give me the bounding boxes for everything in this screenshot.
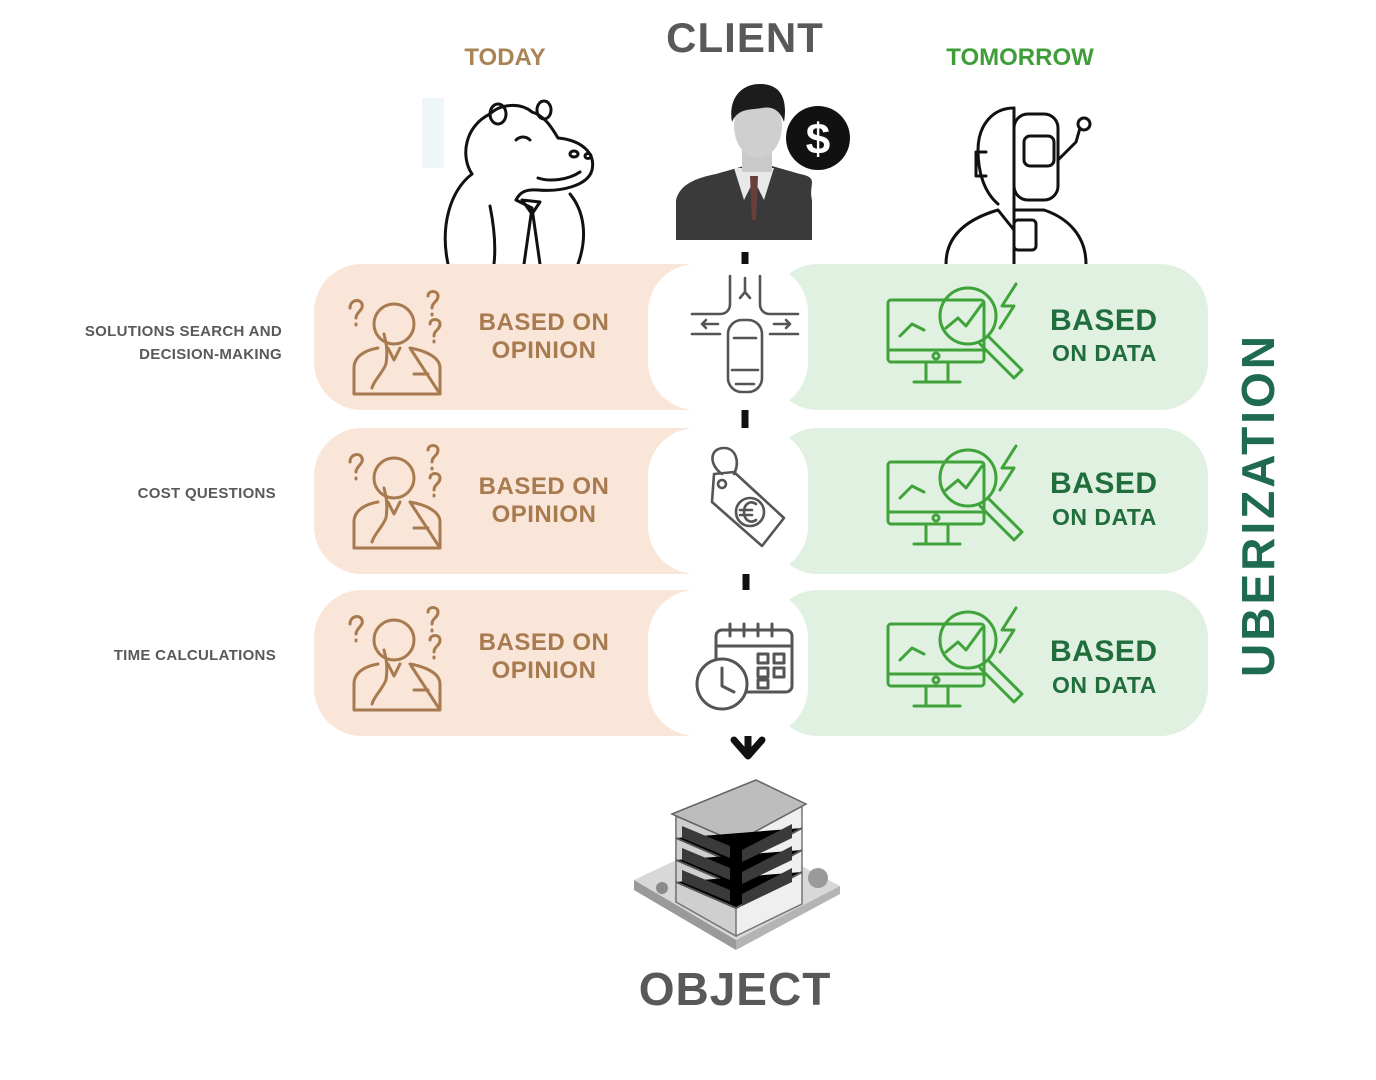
opinion-line: OPINION <box>491 501 597 528</box>
hippo-in-tie-icon <box>422 98 595 266</box>
apartment-building-icon <box>634 779 840 950</box>
data-text-main: BASED <box>1050 467 1158 500</box>
column-header-object: OBJECT <box>638 963 832 1015</box>
opinion-line: BASED ON <box>478 473 610 500</box>
center-cap <box>648 428 808 574</box>
confused-thinker-icon <box>348 290 442 396</box>
column-header-today: TODAY <box>464 44 546 71</box>
row-label: SOLUTIONS SEARCH AND DECISION-MAKING <box>2 320 282 366</box>
opinion-line: OPINION <box>491 657 597 684</box>
confused-thinker-icon <box>348 606 442 712</box>
row-label: COST QUESTIONS <box>0 482 276 505</box>
data-text-sub: ON DATA <box>1052 672 1157 698</box>
row-label: TIME CALCULATIONS <box>0 644 276 667</box>
column-header-tomorrow: TOMORROW <box>946 44 1094 71</box>
opinion-line: BASED ON <box>478 309 610 336</box>
opinion-line: OPINION <box>491 337 597 364</box>
human-robot-icon <box>944 106 1092 266</box>
confused-thinker-icon <box>348 444 442 550</box>
data-analytics-monitor-icon <box>886 282 1024 384</box>
opinion-text: BASED ON OPINION <box>464 473 624 529</box>
businessman-icon: $ <box>676 84 850 240</box>
opinion-line: BASED ON <box>478 629 610 656</box>
svg-text:$: $ <box>806 115 830 164</box>
row-label-line: SOLUTIONS SEARCH AND <box>84 323 282 340</box>
uberization-label: UBERIZATION <box>1232 333 1284 677</box>
crossroad-car-icon <box>690 274 800 394</box>
row-label-line: COST QUESTIONS <box>137 485 276 502</box>
data-text-sub: ON DATA <box>1052 504 1157 530</box>
euro-price-tag-icon <box>710 446 786 548</box>
data-analytics-monitor-icon <box>886 444 1024 546</box>
data-text-main: BASED <box>1050 635 1158 668</box>
opinion-text: BASED ON OPINION <box>464 629 624 685</box>
column-header-client: CLIENT <box>666 14 824 61</box>
data-text-sub: ON DATA <box>1052 340 1157 366</box>
data-analytics-monitor-icon <box>886 606 1024 708</box>
row-label-line: TIME CALCULATIONS <box>113 647 276 664</box>
opinion-text: BASED ON OPINION <box>464 309 624 365</box>
clock-calendar-icon <box>695 622 794 711</box>
data-text-main: BASED <box>1050 304 1158 337</box>
row-label-line: DECISION-MAKING <box>139 346 282 363</box>
